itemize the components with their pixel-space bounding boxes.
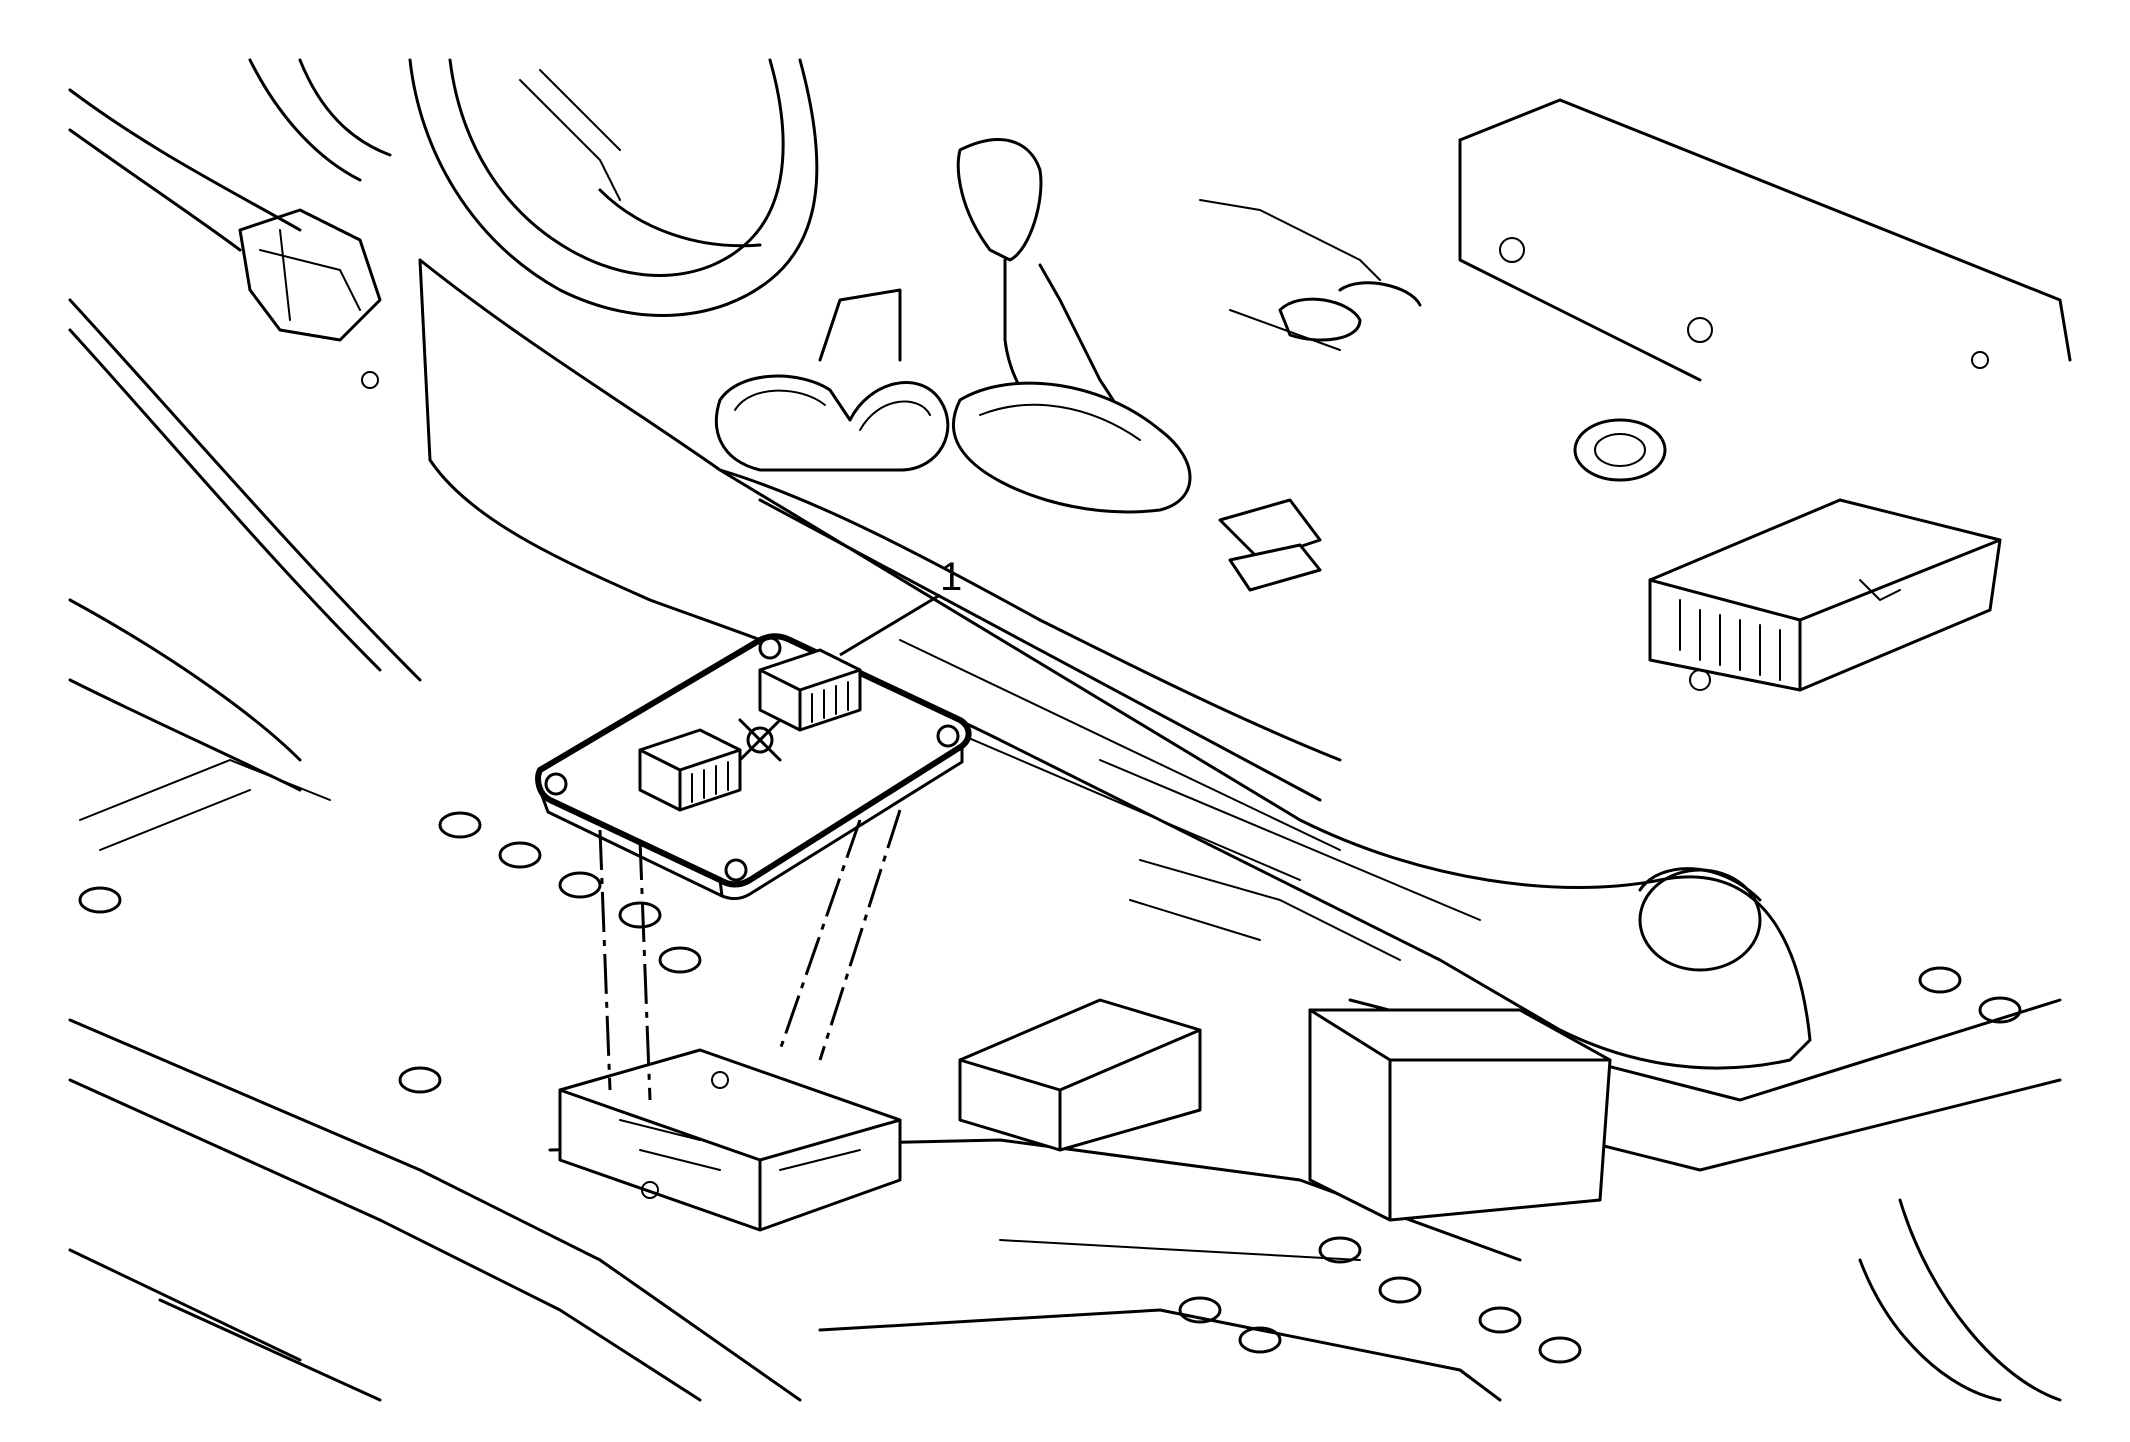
callout-1-leader	[839, 593, 941, 657]
callout-1: 1	[839, 555, 962, 657]
cup-holders	[714, 288, 950, 472]
lower-right-bracket	[958, 859, 1612, 1222]
gear-shifter	[951, 138, 1322, 592]
steering-wheel	[248, 58, 819, 317]
center-console	[418, 258, 1812, 1070]
floor-holes	[78, 811, 2022, 1364]
mounting-bracket	[558, 1048, 902, 1232]
installation-guide-lines	[598, 809, 902, 1101]
control-module	[535, 633, 972, 901]
left-bracket-upper	[238, 208, 382, 389]
right-module	[1648, 498, 2002, 692]
left-body-side	[68, 88, 422, 851]
right-seat-bracket	[1199, 98, 2072, 482]
callout-1-label: 1	[940, 555, 962, 599]
